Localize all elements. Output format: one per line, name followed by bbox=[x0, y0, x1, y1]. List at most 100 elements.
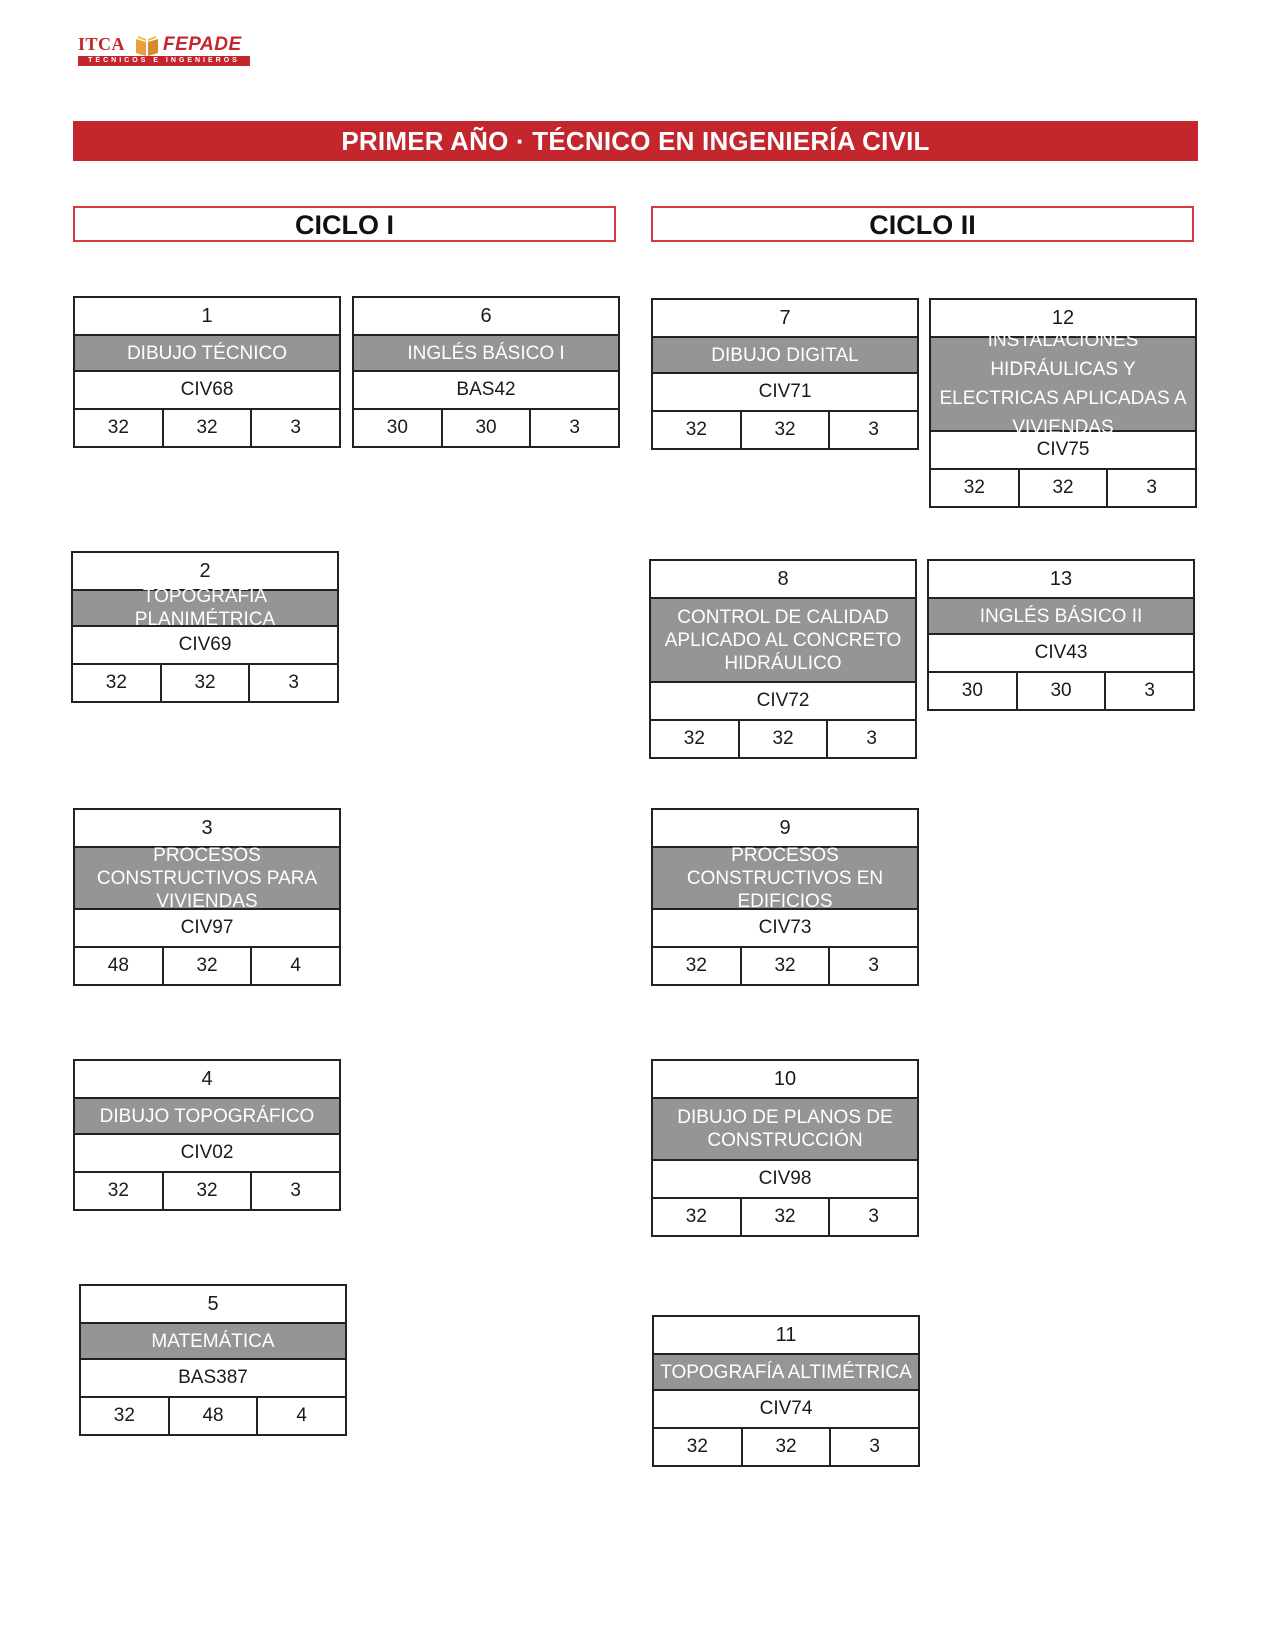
course-code: CIV73 bbox=[653, 910, 917, 948]
cycle-1-header: CICLO I bbox=[73, 206, 616, 242]
course-name: DIBUJO DIGITAL bbox=[653, 338, 917, 374]
open-book-icon bbox=[136, 36, 158, 56]
course-card-13: 13 INGLÉS BÁSICO II CIV43 30 30 3 bbox=[927, 559, 1195, 711]
uv-value: 3 bbox=[868, 1206, 879, 1227]
course-code: CIV98 bbox=[653, 1161, 917, 1199]
course-code: CIV71 bbox=[653, 374, 917, 412]
course-card-10: 10 DIBUJO DE PLANOS DE CONSTRUCCIÓN CIV9… bbox=[651, 1059, 919, 1237]
course-hours: 32 32 3 bbox=[653, 948, 917, 984]
hours-value: 30 bbox=[929, 673, 1018, 709]
course-name: DIBUJO TOPOGRÁFICO bbox=[75, 1099, 339, 1135]
course-card-9: 9 PROCESOS CONSTRUCTIVOS EN EDIFICIOS CI… bbox=[651, 808, 919, 986]
course-card-8: 8 CONTROL DE CALIDAD APLICADO AL CONCRET… bbox=[649, 559, 917, 759]
uv-value: 3 bbox=[869, 1436, 880, 1457]
hours-value: 32 bbox=[653, 412, 742, 448]
course-name: INGLÉS BÁSICO I bbox=[354, 336, 618, 372]
hours-value: 32 bbox=[651, 721, 740, 757]
course-number: 13 bbox=[929, 561, 1193, 599]
course-card-4: 4 DIBUJO TOPOGRÁFICO CIV02 32 32 3 bbox=[73, 1059, 341, 1211]
course-card-3: 3 PROCESOS CONSTRUCTIVOS PARA VIVIENDAS … bbox=[73, 808, 341, 986]
hours-value: 32 bbox=[740, 721, 829, 757]
logo-itca-text: ITCA bbox=[78, 34, 126, 54]
course-code: CIV43 bbox=[929, 635, 1193, 673]
course-name: DIBUJO DE PLANOS DE CONSTRUCCIÓN bbox=[653, 1099, 917, 1161]
course-card-11: 11 TOPOGRAFÍA ALTIMÉTRICA CIV74 32 32 3 bbox=[652, 1315, 920, 1467]
uv-value: 4 bbox=[296, 1405, 307, 1426]
course-name: PROCESOS CONSTRUCTIVOS PARA VIVIENDAS bbox=[75, 845, 339, 912]
hours-value: 30 bbox=[1018, 673, 1107, 709]
hours-value: 32 bbox=[164, 410, 253, 446]
course-hours: 32 32 3 bbox=[651, 721, 915, 757]
course-number: 1 bbox=[75, 298, 339, 336]
logo-fepade-text: FEPADE bbox=[163, 34, 242, 55]
page-title: PRIMER AÑO · TÉCNICO EN INGENIERÍA CIVIL bbox=[73, 121, 1198, 161]
uv-value: 3 bbox=[1146, 477, 1157, 498]
logo-tagline: TÉCNICOS E INGENIEROS bbox=[78, 56, 250, 66]
course-code: CIV75 bbox=[931, 432, 1195, 470]
course-number: 7 bbox=[653, 300, 917, 338]
course-code: CIV74 bbox=[654, 1391, 918, 1429]
hours-value: 32 bbox=[75, 1173, 164, 1209]
course-number: 8 bbox=[651, 561, 915, 599]
hours-value: 32 bbox=[653, 948, 742, 984]
course-name: TOPOGRAFÍA ALTIMÉTRICA bbox=[654, 1355, 918, 1391]
course-code: CIV69 bbox=[73, 627, 337, 665]
course-number: 9 bbox=[653, 810, 917, 848]
course-number: 10 bbox=[653, 1061, 917, 1099]
hours-value: 32 bbox=[931, 470, 1020, 506]
course-hours: 32 32 3 bbox=[654, 1429, 918, 1465]
course-hours: 32 32 3 bbox=[73, 665, 337, 701]
uv-value: 3 bbox=[868, 955, 879, 976]
course-code: CIV02 bbox=[75, 1135, 339, 1173]
course-name: CONTROL DE CALIDAD APLICADO AL CONCRETO … bbox=[651, 599, 915, 683]
hours-value: 48 bbox=[75, 948, 164, 984]
course-name: MATEMÁTICA bbox=[81, 1324, 345, 1360]
course-number: 2 bbox=[73, 553, 337, 591]
hours-value: 32 bbox=[742, 412, 831, 448]
hours-value: 32 bbox=[162, 665, 251, 701]
course-hours: 32 32 3 bbox=[653, 412, 917, 448]
hours-value: 30 bbox=[443, 410, 532, 446]
course-number: 6 bbox=[354, 298, 618, 336]
uv-value: 3 bbox=[569, 417, 580, 438]
course-hours: 32 48 4 bbox=[81, 1398, 345, 1434]
course-card-6: 6 INGLÉS BÁSICO I BAS42 30 30 3 bbox=[352, 296, 620, 448]
course-code: BAS42 bbox=[354, 372, 618, 410]
hours-value: 48 bbox=[170, 1398, 259, 1434]
course-hours: 32 32 3 bbox=[931, 470, 1195, 506]
course-number: 12 bbox=[931, 300, 1195, 338]
course-hours: 30 30 3 bbox=[354, 410, 618, 446]
course-card-7: 7 DIBUJO DIGITAL CIV71 32 32 3 bbox=[651, 298, 919, 450]
course-number: 5 bbox=[81, 1286, 345, 1324]
course-hours: 48 32 4 bbox=[75, 948, 339, 984]
course-number: 3 bbox=[75, 810, 339, 848]
uv-value: 3 bbox=[290, 417, 301, 438]
course-code: CIV72 bbox=[651, 683, 915, 721]
hours-value: 32 bbox=[1020, 470, 1109, 506]
uv-value: 4 bbox=[290, 955, 301, 976]
course-name: TOPOGRAFÍA PLANIMÉTRICA bbox=[73, 586, 337, 630]
course-code: BAS387 bbox=[81, 1360, 345, 1398]
hours-value: 32 bbox=[743, 1429, 832, 1465]
hours-value: 32 bbox=[75, 410, 164, 446]
hours-value: 32 bbox=[653, 1199, 742, 1235]
uv-value: 3 bbox=[288, 672, 299, 693]
course-name: PROCESOS CONSTRUCTIVOS EN EDIFICIOS bbox=[653, 845, 917, 912]
course-number: 11 bbox=[654, 1317, 918, 1355]
course-code: CIV97 bbox=[75, 910, 339, 948]
hours-value: 32 bbox=[742, 1199, 831, 1235]
uv-value: 3 bbox=[868, 419, 879, 440]
cycle-2-header: CICLO II bbox=[651, 206, 1194, 242]
uv-value: 3 bbox=[290, 1180, 301, 1201]
course-name: DIBUJO TÉCNICO bbox=[75, 336, 339, 372]
course-hours: 32 32 3 bbox=[75, 1173, 339, 1209]
course-name: INGLÉS BÁSICO II bbox=[929, 599, 1193, 635]
hours-value: 30 bbox=[354, 410, 443, 446]
course-card-5: 5 MATEMÁTICA BAS387 32 48 4 bbox=[79, 1284, 347, 1436]
uv-value: 3 bbox=[866, 728, 877, 749]
course-hours: 32 32 3 bbox=[653, 1199, 917, 1235]
hours-value: 32 bbox=[164, 1173, 253, 1209]
hours-value: 32 bbox=[73, 665, 162, 701]
course-hours: 30 30 3 bbox=[929, 673, 1193, 709]
hours-value: 32 bbox=[654, 1429, 743, 1465]
